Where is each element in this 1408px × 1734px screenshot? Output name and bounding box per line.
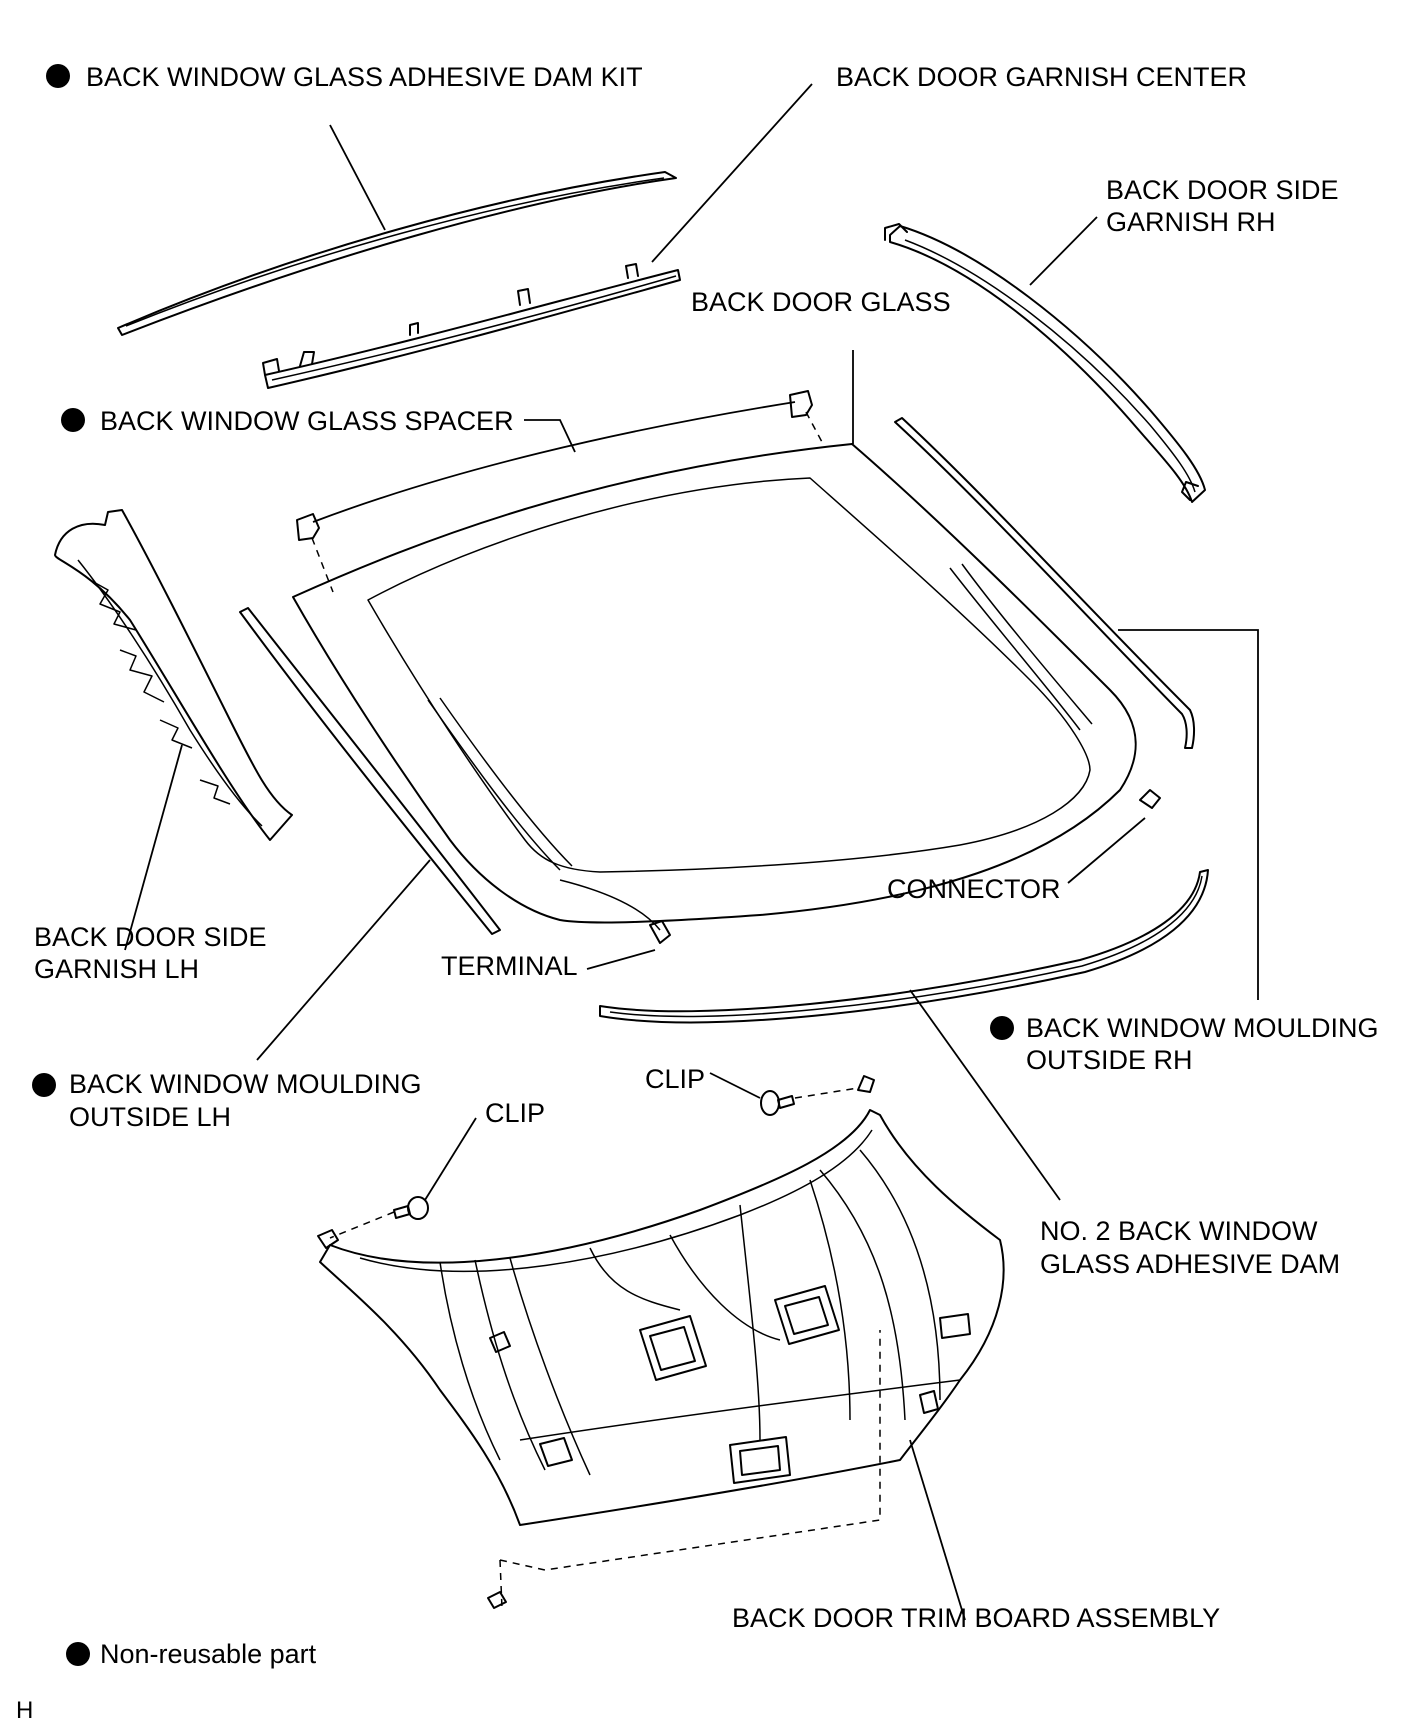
label-terminal: TERMINAL [441,951,578,981]
non-reusable-marker-icon [32,1073,56,1097]
label-no2-dam-line2: GLASS ADHESIVE DAM [1040,1249,1340,1279]
label-side-garnish-lh-line2: GARNISH LH [34,954,199,984]
label-moulding-lh-line1: BACK WINDOW MOULDING [69,1069,422,1099]
label-dam-kit: BACK WINDOW GLASS ADHESIVE DAM KIT [86,62,643,92]
leader-lines [124,83,1259,1621]
adhesive-dam-kit-part [117,171,677,336]
label-side-garnish-lh-line1: BACK DOOR SIDE [34,922,267,952]
label-clip-lower: CLIP [485,1098,545,1128]
label-door-glass: BACK DOOR GLASS [691,287,951,317]
non-reusable-marker-icon [990,1016,1014,1040]
non-reusable-marker-icon [61,408,85,432]
garnish-center-part [262,263,681,389]
non-reusable-marker-icon [46,64,70,88]
glass-spacer-part [296,390,823,593]
legend-marker-icon [66,1642,90,1666]
label-moulding-rh-line2: OUTSIDE RH [1026,1045,1193,1075]
moulding-outside-lh-part [239,607,501,935]
label-garnish-center: BACK DOOR GARNISH CENTER [836,62,1247,92]
legend-text: Non-reusable part [100,1639,317,1669]
clip-upper-part [760,1075,875,1116]
label-glass-spacer: BACK WINDOW GLASS SPACER [100,406,514,436]
moulding-outside-rh-part [894,417,1196,749]
side-garnish-lh-part [54,509,293,841]
label-moulding-lh-line2: OUTSIDE LH [69,1102,231,1132]
trim-board-part [319,1109,1005,1609]
label-no2-dam-line1: NO. 2 BACK WINDOW [1040,1216,1318,1246]
label-side-garnish-rh-line1: BACK DOOR SIDE [1106,175,1339,205]
back-door-glass-part [292,443,1161,944]
corner-code: H [16,1697,33,1724]
label-clip-upper: CLIP [645,1064,705,1094]
side-garnish-rh-part [884,223,1206,503]
label-side-garnish-rh-line2: GARNISH RH [1106,207,1276,237]
label-trim-board: BACK DOOR TRIM BOARD ASSEMBLY [732,1603,1220,1633]
label-moulding-rh-line1: BACK WINDOW MOULDING [1026,1013,1379,1043]
label-connector: CONNECTOR [887,874,1061,904]
no2-adhesive-dam-part [599,869,1209,1024]
clip-lower-part [317,1196,429,1249]
